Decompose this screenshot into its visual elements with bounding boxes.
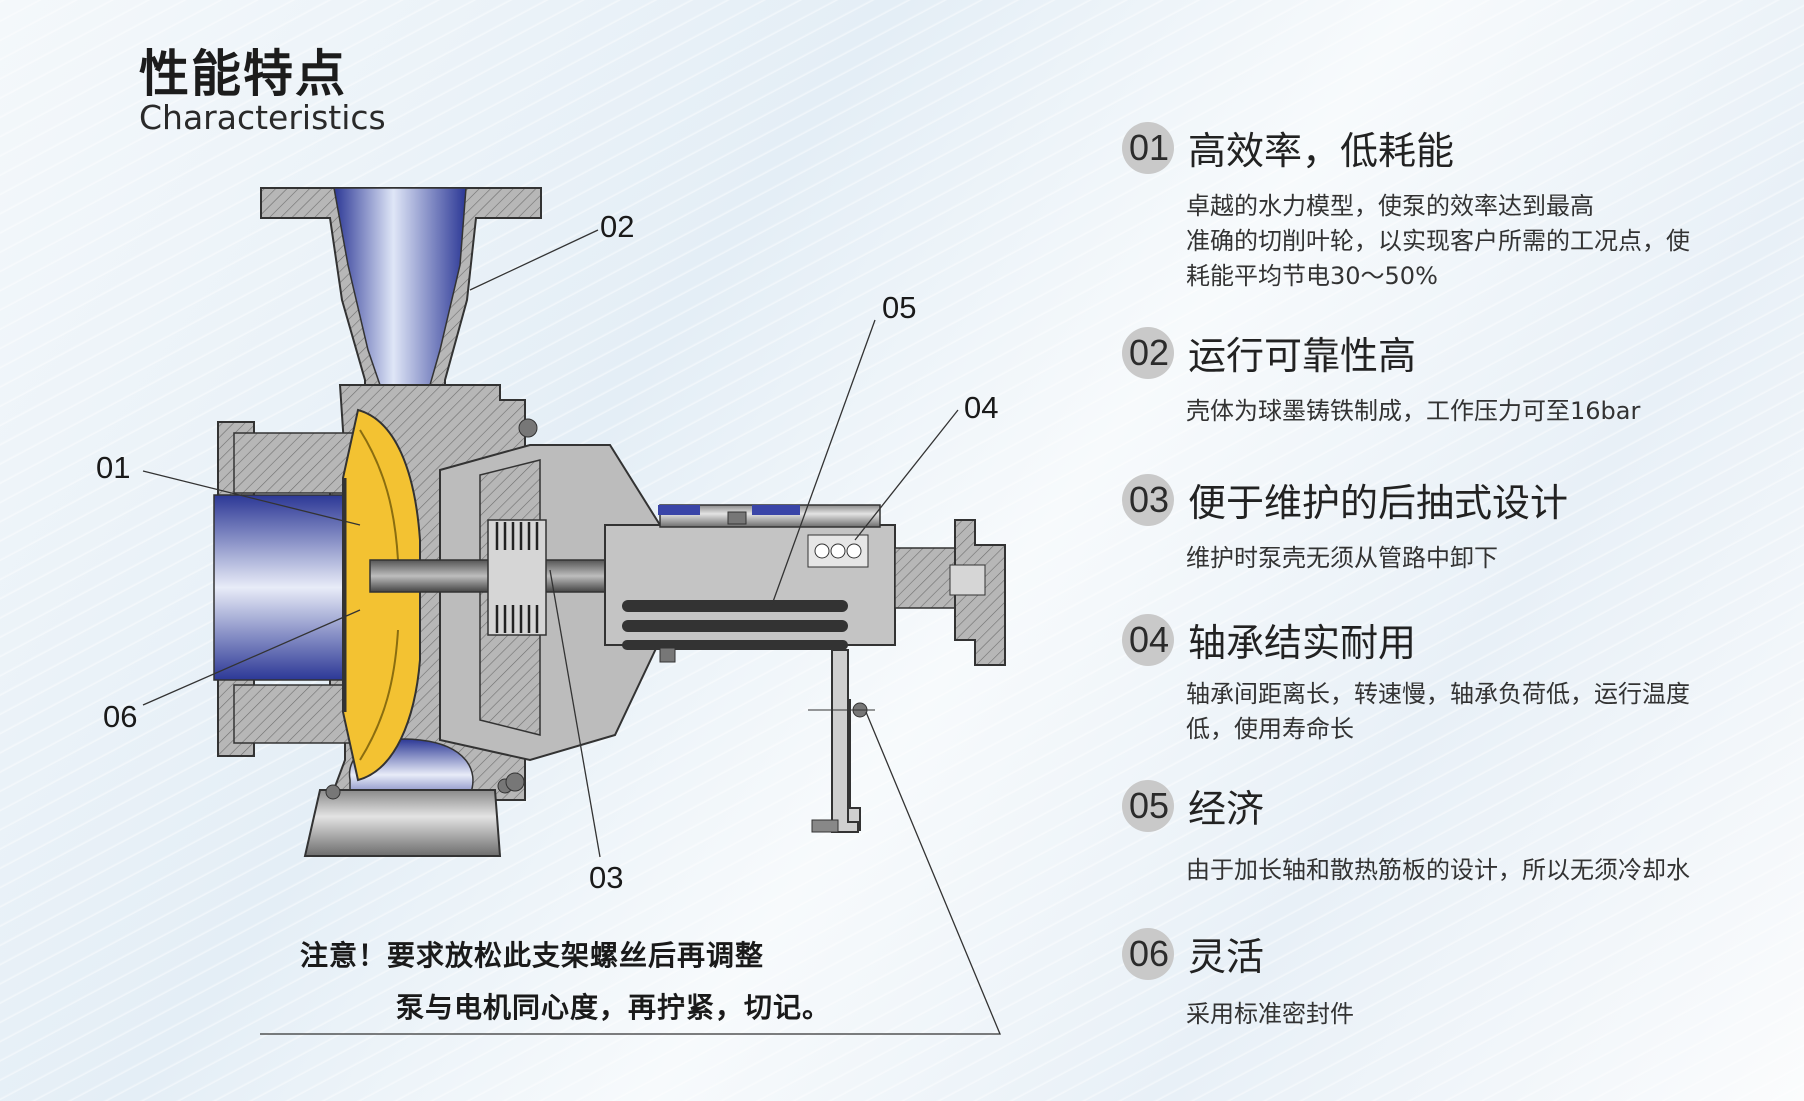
feature-description: 卓越的水力模型，使泵的效率达到最高 准确的切削叶轮，以实现客户所需的工况点，使 …: [1186, 192, 1690, 290]
page-subtitle: Characteristics: [139, 98, 386, 137]
feature-title: 灵活: [1188, 935, 1265, 979]
leader-lines: [142, 229, 1001, 1035]
warning-notice-line-2: 泵与电机同心度，再拧紧，切记。: [396, 991, 832, 1024]
number-badge: 02: [1122, 326, 1174, 379]
feature-item-01: 01 高效率，低耗能 卓越的水力模型，使泵的效率达到最高 准确的切削叶轮，以实现…: [1122, 120, 1690, 294]
warning-notice-line-1: 注意！要求放松此支架螺丝后再调整: [300, 939, 765, 972]
number-badge: 04: [1122, 613, 1174, 666]
number-badge: 03: [1122, 473, 1174, 526]
feature-description: 维护时泵壳无须从管路中卸下: [1186, 544, 1498, 572]
bearing-housing: [604, 504, 896, 663]
feature-description: 由于加长轴和散热筋板的设计，所以无须冷却水: [1186, 856, 1690, 884]
callout-06: 06: [103, 699, 137, 734]
shaft-coupling: [894, 519, 1006, 666]
feature-title: 轴承结实耐用: [1188, 621, 1417, 665]
discharge-nozzle: [260, 187, 542, 403]
number-badge: 05: [1122, 779, 1174, 832]
impeller: [342, 408, 421, 782]
number-badge: 01: [1122, 121, 1174, 174]
feature-item-05: 05 经济 由于加长轴和散热筋板的设计，所以无须冷却水: [1122, 778, 1690, 888]
number-badge: 06: [1122, 927, 1174, 980]
feature-description: 采用标准密封件: [1186, 1000, 1354, 1028]
mechanical-seal: [487, 519, 547, 636]
callout-02: 02: [600, 209, 634, 244]
feature-item-06: 06 灵活 采用标准密封件: [1122, 926, 1354, 1032]
callout-01: 01: [96, 450, 130, 485]
feature-description: 壳体为球墨铸铁制成，工作压力可至16bar: [1186, 397, 1641, 425]
feature-title: 高效率，低耗能: [1188, 129, 1455, 173]
callout-03: 03: [589, 860, 623, 895]
callout-05: 05: [882, 290, 916, 325]
callout-04: 04: [964, 390, 998, 425]
feature-description: 轴承间距离长，转速慢，轴承负荷低，运行温度 低，使用寿命长: [1186, 680, 1690, 743]
feature-title: 便于维护的后抽式设计: [1188, 481, 1569, 525]
feature-title: 经济: [1188, 787, 1265, 831]
suction-nozzle: [213, 421, 355, 757]
support-bracket: [808, 649, 875, 833]
feature-item-04: 04 轴承结实耐用 轴承间距离长，转速慢，轴承负荷低，运行温度 低，使用寿命长: [1122, 612, 1690, 747]
feature-item-02: 02 运行可靠性高 壳体为球墨铸铁制成，工作压力可至16bar: [1122, 325, 1640, 429]
feature-item-03: 03 便于维护的后抽式设计 维护时泵壳无须从管路中卸下: [1122, 472, 1568, 576]
feature-title: 运行可靠性高: [1188, 334, 1417, 378]
page-title: 性能特点: [139, 45, 347, 103]
